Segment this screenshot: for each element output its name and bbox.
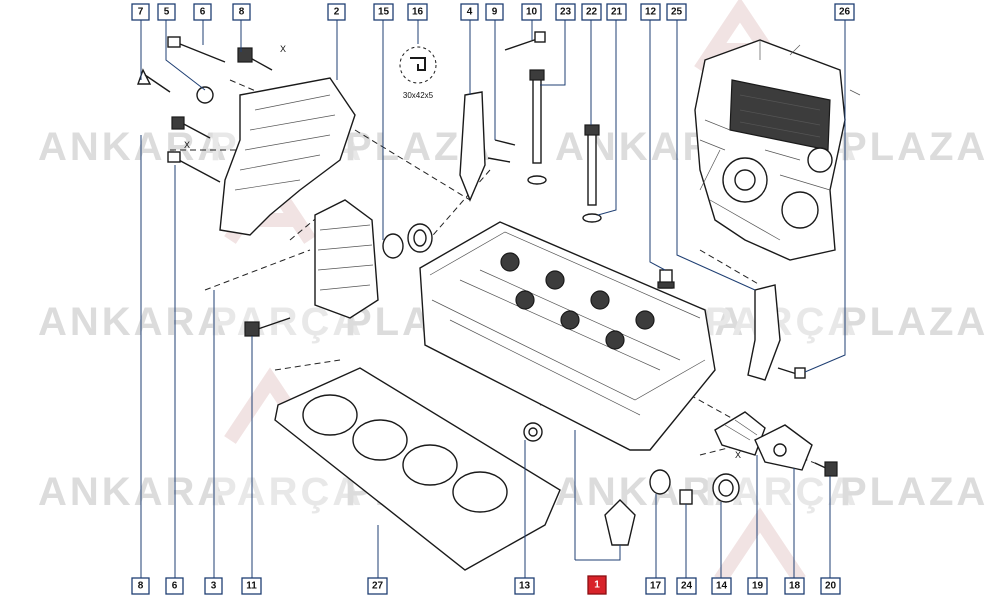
svg-text:3: 3 bbox=[211, 581, 217, 592]
watermark-word-ankara: ANKARA bbox=[38, 125, 229, 169]
fasteners-and-parts bbox=[137, 31, 806, 381]
seal-detail-icon bbox=[399, 46, 437, 84]
svg-text:18: 18 bbox=[789, 581, 801, 592]
bottom-callouts: 8 6 3 11 27 13 1 17 24 14 19 18 20 bbox=[131, 575, 841, 595]
svg-text:9: 9 bbox=[492, 7, 498, 18]
watermark-word-ankara: ANKARA bbox=[38, 470, 229, 514]
callout-16[interactable]: 16 bbox=[407, 3, 428, 21]
lower-small-parts bbox=[523, 411, 838, 546]
callout-9[interactable]: 9 bbox=[485, 3, 504, 21]
svg-text:14: 14 bbox=[716, 581, 728, 592]
callout-21[interactable]: 21 bbox=[606, 3, 627, 21]
callout-8[interactable]: 8 bbox=[131, 577, 150, 595]
callout-24[interactable]: 24 bbox=[676, 577, 697, 595]
svg-text:5: 5 bbox=[164, 7, 170, 18]
svg-text:27: 27 bbox=[372, 581, 384, 592]
svg-text:4: 4 bbox=[467, 7, 473, 18]
watermark-word-parca: PARÇA bbox=[210, 470, 364, 514]
svg-text:13: 13 bbox=[519, 581, 531, 592]
leader-lines bbox=[140, 20, 846, 578]
svg-text:11: 11 bbox=[246, 581, 257, 592]
callout-6[interactable]: 6 bbox=[193, 3, 212, 21]
cylinder-head bbox=[419, 221, 716, 451]
svg-text:20: 20 bbox=[825, 581, 837, 592]
svg-text:23: 23 bbox=[560, 7, 572, 18]
svg-text:2: 2 bbox=[334, 7, 340, 18]
svg-text:15: 15 bbox=[378, 7, 390, 18]
callout-14[interactable]: 14 bbox=[711, 577, 732, 595]
callout-26[interactable]: 26 bbox=[834, 3, 855, 21]
svg-text:24: 24 bbox=[681, 581, 693, 592]
callout-22[interactable]: 22 bbox=[581, 3, 602, 21]
callout-17[interactable]: 17 bbox=[645, 577, 666, 595]
watermark-word-plaza: PLAZA bbox=[840, 300, 988, 344]
callout-6[interactable]: 6 bbox=[165, 577, 184, 595]
top-callouts: 7 5 6 8 2 15 16 4 9 10 23 22 21 12 25 26 bbox=[131, 3, 855, 21]
svg-text:10: 10 bbox=[526, 7, 538, 18]
seal-size-label: 30x42x5 bbox=[403, 91, 434, 100]
svg-text:8: 8 bbox=[239, 7, 245, 18]
svg-text:1: 1 bbox=[594, 580, 600, 591]
callout-10[interactable]: 10 bbox=[521, 3, 542, 21]
callout-19[interactable]: 19 bbox=[747, 577, 768, 595]
engine-overview-illustration bbox=[694, 39, 861, 261]
callout-4[interactable]: 4 bbox=[460, 3, 479, 21]
watermark-word-ankara: ANKARA bbox=[38, 300, 229, 344]
callout-3[interactable]: 3 bbox=[204, 577, 223, 595]
watermark-word-ankara: ANKARA bbox=[555, 470, 746, 514]
callout-15[interactable]: 15 bbox=[373, 3, 394, 21]
svg-text:16: 16 bbox=[412, 7, 424, 18]
watermark-word-parca: PARÇA bbox=[705, 300, 859, 344]
callout-25[interactable]: 25 bbox=[666, 3, 687, 21]
x-marker: X bbox=[735, 450, 741, 460]
callout-8[interactable]: 8 bbox=[232, 3, 251, 21]
svg-text:7: 7 bbox=[138, 7, 144, 18]
callout-11[interactable]: 11 bbox=[241, 577, 262, 595]
callout-20[interactable]: 20 bbox=[820, 577, 841, 595]
watermark-word-plaza: PLAZA bbox=[840, 125, 988, 169]
svg-text:21: 21 bbox=[611, 7, 623, 18]
svg-text:6: 6 bbox=[200, 7, 206, 18]
camshaft-valves bbox=[500, 252, 655, 350]
callout-27[interactable]: 27 bbox=[367, 577, 388, 595]
callout-13[interactable]: 13 bbox=[514, 577, 535, 595]
callout-5[interactable]: 5 bbox=[157, 3, 176, 21]
callout-18[interactable]: 18 bbox=[784, 577, 805, 595]
svg-text:25: 25 bbox=[671, 7, 683, 18]
svg-text:8: 8 bbox=[138, 581, 144, 592]
x-marker: X bbox=[184, 140, 190, 150]
svg-text:12: 12 bbox=[645, 7, 657, 18]
callout-7[interactable]: 7 bbox=[131, 3, 150, 21]
callout-23[interactable]: 23 bbox=[555, 3, 576, 21]
svg-text:6: 6 bbox=[172, 581, 178, 592]
head-gasket bbox=[274, 367, 561, 571]
callout-1-highlighted[interactable]: 1 bbox=[587, 575, 607, 595]
svg-text:17: 17 bbox=[650, 581, 662, 592]
callout-12[interactable]: 12 bbox=[640, 3, 661, 21]
svg-text:22: 22 bbox=[586, 7, 598, 18]
svg-text:26: 26 bbox=[839, 7, 851, 18]
svg-text:19: 19 bbox=[752, 581, 764, 592]
watermark-word-plaza: PLAZA bbox=[840, 470, 988, 514]
callout-2[interactable]: 2 bbox=[327, 3, 346, 21]
x-marker: X bbox=[280, 44, 286, 54]
